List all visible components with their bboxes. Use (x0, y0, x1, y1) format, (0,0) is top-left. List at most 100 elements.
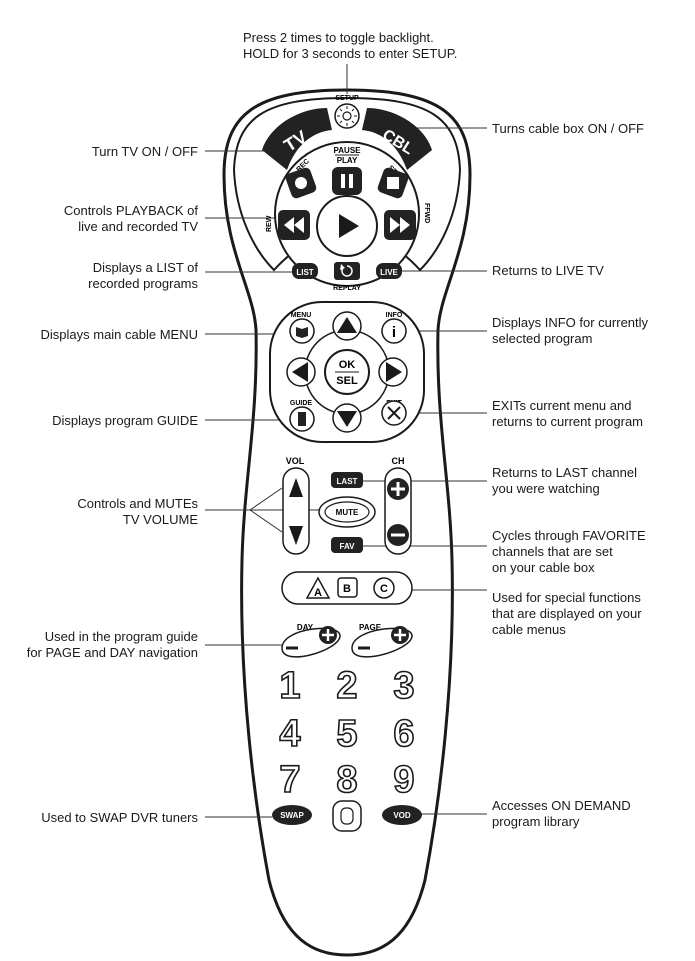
sel-label: SEL (336, 375, 358, 387)
down-arrow-icon (337, 411, 357, 427)
volume-up-icon (289, 478, 303, 497)
b-button[interactable]: B (337, 577, 358, 598)
volume-annotation: Controls and MUTEs TV VOLUME (77, 496, 198, 527)
replay-label: REPLAY (333, 285, 361, 292)
live-button[interactable]: LIVE (376, 263, 402, 279)
vod-label: VOD (393, 811, 411, 820)
c-label: C (380, 583, 388, 595)
a-button[interactable]: A (305, 576, 331, 599)
digit-0-button[interactable]: 0 (332, 800, 362, 832)
day-label: DAY (297, 623, 314, 632)
live-annotation: Returns to LIVE TV (492, 263, 604, 278)
day-up-button[interactable] (319, 626, 337, 644)
digit-4-button[interactable]: 4 (279, 712, 302, 756)
pause-button[interactable] (332, 167, 362, 195)
mute-button[interactable]: MUTE (318, 496, 376, 528)
page-label: PAGE (359, 623, 382, 632)
pause-label: PAUSE (334, 146, 362, 155)
swap-button[interactable]: SWAP (272, 805, 312, 825)
play-icon (339, 214, 359, 238)
channel-up-button[interactable] (387, 478, 409, 500)
setup-note-line1: Press 2 times to toggle backlight. (243, 30, 434, 45)
backlight-rays-icon (337, 106, 357, 126)
digit-1-button[interactable]: 1 (279, 664, 302, 708)
list-label: LIST (296, 268, 313, 277)
plus-icon (322, 629, 334, 641)
mute-label: MUTE (336, 508, 359, 517)
digit-6-button[interactable]: 6 (393, 712, 416, 756)
playback-annotation: Controls PLAYBACK of live and recorded T… (63, 203, 198, 234)
menu-button[interactable] (289, 318, 315, 344)
menu-annotation: Displays main cable MENU (40, 327, 199, 342)
list-button[interactable]: LIST (292, 263, 318, 279)
exit-button[interactable] (381, 400, 407, 426)
list-annotation: Displays a LIST of recorded programs (88, 260, 198, 291)
stop-icon (387, 177, 399, 189)
guide-button[interactable] (289, 406, 315, 432)
vol-label: VOL (286, 456, 305, 466)
down-arrow-button[interactable] (332, 403, 362, 433)
info-button[interactable]: i (381, 318, 407, 344)
fav-button[interactable]: FAV (331, 537, 363, 553)
digit-8-button[interactable]: 8 (336, 758, 359, 802)
last-label: LAST (337, 477, 358, 486)
replay-button[interactable] (334, 262, 360, 280)
guide-list-icon (298, 412, 306, 426)
b-label: B (343, 583, 351, 595)
channel-down-button[interactable] (387, 524, 409, 546)
tv-power-annotation: Turn TV ON / OFF (91, 144, 198, 159)
last-button[interactable]: LAST (331, 472, 363, 488)
page-day-annotation: Used in the program guide for PAGE and D… (26, 629, 198, 660)
abc-annotation: Used for special functions that are disp… (492, 590, 642, 637)
rec-button[interactable] (284, 166, 317, 199)
setup-button[interactable] (334, 103, 360, 129)
digit-3-button[interactable]: 3 (393, 664, 416, 708)
ok-label: OK (339, 359, 356, 371)
plus-icon (391, 482, 405, 496)
up-arrow-button[interactable] (332, 311, 362, 341)
fast-forward-button[interactable] (384, 210, 416, 240)
menu-label: MENU (291, 312, 312, 319)
a-label: A (314, 587, 322, 599)
digit-7-button[interactable]: 7 (279, 758, 302, 802)
close-icon (387, 406, 401, 420)
ch-label: CH (392, 456, 405, 466)
c-button[interactable]: C (373, 577, 395, 599)
digit-2-button[interactable]: 2 (336, 664, 359, 708)
digit-5-button[interactable]: 5 (336, 712, 359, 756)
digit-9-button[interactable]: 9 (393, 758, 416, 802)
ok-sel-button[interactable]: OK SEL (324, 349, 370, 395)
volume-down-icon (289, 526, 303, 545)
setup-note: Press 2 times to toggle backlight. HOLD … (243, 30, 457, 62)
vod-button[interactable]: VOD (382, 805, 422, 825)
swap-label: SWAP (280, 811, 304, 820)
stop-button[interactable] (376, 166, 409, 199)
right-arrow-icon (386, 362, 402, 382)
volume-up-button[interactable] (289, 478, 303, 497)
setup-label: SETUP (335, 95, 359, 102)
plus-icon (394, 629, 406, 641)
exit-annotation: EXITs current menu and returns to curren… (492, 398, 644, 429)
swap-annotation: Used to SWAP DVR tuners (41, 810, 198, 825)
vod-annotation: Accesses ON DEMAND program library (492, 798, 631, 829)
backlight-icon (342, 111, 352, 121)
page-up-button[interactable] (391, 626, 409, 644)
right-arrow-button[interactable] (378, 357, 408, 387)
guide-label: GUIDE (290, 400, 313, 407)
volume-down-button[interactable] (289, 526, 303, 545)
guide-annotation: Displays program GUIDE (52, 413, 198, 428)
volume-rocker (282, 467, 310, 555)
rewind-button[interactable] (278, 210, 310, 240)
info-icon: i (392, 324, 396, 341)
rewind-icon (284, 217, 304, 233)
left-arrow-button[interactable] (286, 357, 316, 387)
zero-label: 0 (347, 819, 348, 821)
play-button[interactable] (316, 195, 378, 257)
fav-annotation: Cycles through FAVORITE channels that ar… (492, 528, 646, 575)
vol-leader-down (249, 509, 283, 533)
rew-label: REW (266, 215, 273, 232)
replay-icon (341, 265, 353, 277)
fast-forward-icon (390, 217, 410, 233)
book-icon (296, 327, 308, 338)
play-label: PLAY (337, 156, 358, 165)
